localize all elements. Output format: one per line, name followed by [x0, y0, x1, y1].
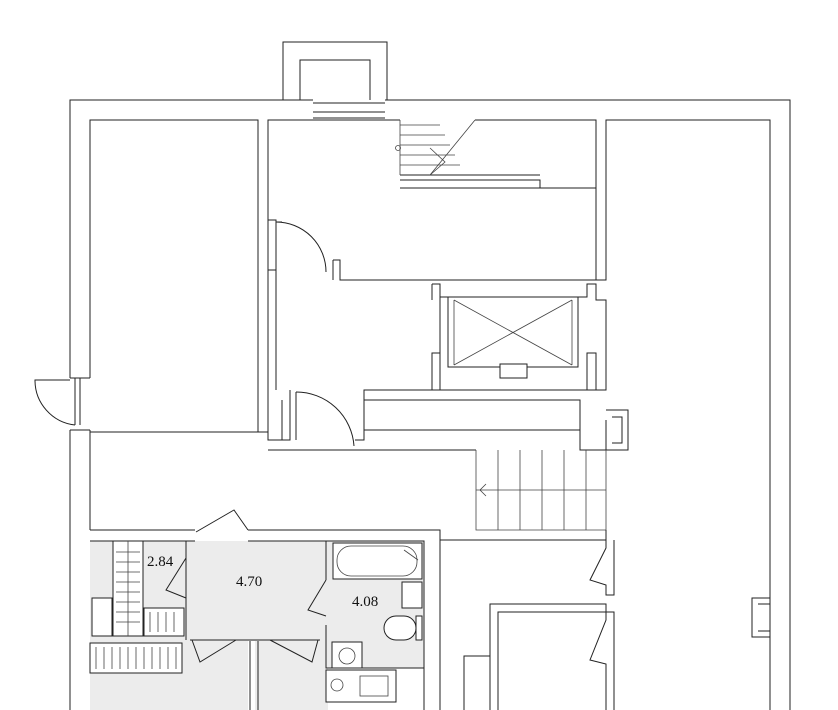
lower-stairs [475, 450, 607, 531]
bathtub-icon [332, 542, 423, 580]
bathroom-door[interactable] [307, 579, 327, 617]
top-shaft [282, 41, 388, 119]
right-vent [606, 409, 629, 451]
kitchen-counter [325, 669, 397, 703]
right-rooms [463, 540, 771, 710]
sink-icon [401, 581, 423, 609]
apartment-floor [90, 541, 424, 710]
left-entrance-door[interactable] [34, 378, 81, 426]
room-area-bathroom: 4.08 [352, 594, 378, 610]
storage-door[interactable] [165, 541, 187, 640]
central-door-lower[interactable] [295, 391, 355, 447]
room-area-hall: 4.70 [236, 574, 262, 590]
toilet-icon [383, 615, 423, 641]
wardrobe [89, 540, 185, 674]
room-area-storage: 2.84 [147, 554, 174, 570]
central-door-upper[interactable] [275, 221, 327, 273]
hall-doors[interactable] [190, 639, 320, 663]
upper-stairs [395, 119, 476, 176]
washing-machine-icon [331, 641, 363, 669]
elevator-shaft [431, 283, 607, 391]
